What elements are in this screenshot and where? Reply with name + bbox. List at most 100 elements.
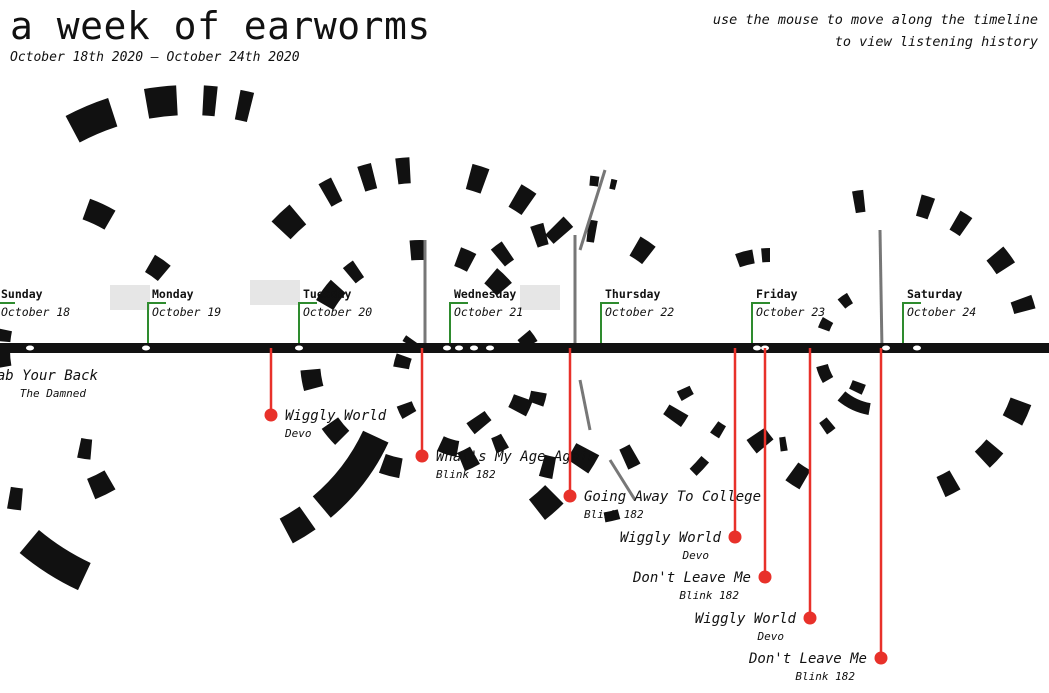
waveform-block-7-4: [779, 436, 788, 452]
waveform-block-0-3: [234, 89, 255, 122]
waveform-block-3-1: [342, 260, 365, 284]
waveform-block-0-0: [65, 97, 118, 143]
waveform-block-0-4: [19, 530, 91, 591]
song-artist: The Damned: [20, 387, 87, 400]
timeline-play-dot-10: [913, 345, 921, 351]
song-title[interactable]: What's My Age Again: [436, 449, 596, 465]
song-title[interactable]: Grab Your Back: [0, 368, 99, 384]
song-dot[interactable]: [264, 408, 278, 422]
song-title[interactable]: Don't Leave Me: [632, 570, 751, 586]
song-marker-5[interactable]: Don't Leave Me Blink 182: [632, 348, 772, 602]
waveform-block-5-3: [629, 236, 656, 265]
waveform-block-3-7: [378, 453, 403, 479]
song-dot[interactable]: [728, 530, 742, 544]
waveform-block-2-5: [508, 184, 537, 216]
song-artist: Blink 182: [679, 589, 739, 602]
day-name: Monday: [152, 287, 194, 301]
waveform-block-7-2: [849, 380, 866, 395]
radial-tick-4: [608, 459, 637, 501]
waveform-block-11-1: [87, 470, 116, 500]
day-date: October 23: [756, 305, 825, 319]
song-dot[interactable]: [803, 611, 817, 625]
day-date: October 22: [605, 305, 674, 319]
song-title[interactable]: Wiggly World: [285, 408, 387, 424]
waveform-block-3-0: [316, 279, 346, 310]
timeline-play-dot-6: [486, 345, 494, 351]
waveform-block-3-6: [457, 446, 480, 472]
waveform-block-3-8: [321, 417, 350, 445]
waveform-block-8-9: [746, 427, 774, 454]
waveform-block-8-4: [1010, 294, 1036, 315]
instructions-line-2: to view listening history: [834, 34, 1038, 50]
day-name: Saturday: [907, 287, 962, 301]
waveform-block-6-0: [589, 175, 600, 187]
page-title: a week of earworms: [10, 4, 431, 48]
song-dot[interactable]: [563, 489, 577, 503]
faint-wedge-2: [520, 285, 560, 310]
waveform-block-7-5: [710, 421, 726, 439]
faint-wedge-0: [110, 285, 150, 310]
song-title[interactable]: Wiggly World: [620, 530, 722, 546]
waveform-block-2-7: [566, 443, 600, 474]
day-flag-line: [147, 302, 166, 343]
day-flag-line: [449, 302, 468, 343]
waveform-block-3-3: [454, 247, 477, 272]
waveform-block-7-3: [819, 417, 836, 435]
day-name: Friday: [756, 287, 798, 301]
waveform-block-3-9: [300, 368, 324, 392]
song-title[interactable]: Wiggly World: [695, 611, 797, 627]
day-flag-line: [902, 302, 921, 343]
song-artist: Blink 182: [436, 468, 496, 481]
waveform-block-2-8: [528, 485, 564, 520]
waveform-block-9-0: [817, 317, 834, 332]
waveform-block-8-7: [936, 470, 961, 498]
timeline-play-dot-0: [26, 345, 34, 351]
timeline-axis[interactable]: [0, 343, 1049, 353]
song-title[interactable]: Going Away To College: [584, 489, 761, 505]
day-flag-line: [0, 302, 15, 304]
waveform-block-0-1: [143, 85, 178, 119]
song-dot[interactable]: [874, 651, 888, 665]
day-flag-line: [298, 302, 317, 343]
waveform-block-9-1: [837, 292, 853, 309]
instructions: use the mouse to move along the timeline…: [713, 9, 1038, 53]
waveform-block-3-2: [409, 240, 425, 261]
day-date: October 21: [454, 305, 523, 319]
timeline-play-dot-1: [142, 345, 150, 351]
song-artist: Blink 182: [584, 508, 644, 521]
waveform-block-8-3: [986, 246, 1016, 275]
waveform-block-8-0: [852, 189, 866, 214]
day-date: October 18: [1, 305, 70, 319]
waveform-block-6-1: [609, 178, 618, 190]
timeline-play-dot-5: [470, 345, 478, 351]
waveform-block-4-0: [393, 353, 412, 370]
song-dot[interactable]: [415, 449, 429, 463]
waveform-block-5-5: [619, 444, 641, 470]
waveform-block-4-5: [437, 436, 460, 457]
waveform-block-7-0: [735, 249, 755, 268]
timeline-play-dot-7: [753, 345, 761, 351]
waveform-block-2-1: [318, 177, 343, 207]
waveform-block-6-3: [603, 509, 621, 523]
waveform-block-0-2: [202, 85, 218, 117]
instructions-line-1: use the mouse to move along the timeline: [712, 12, 1038, 28]
song-dot[interactable]: [758, 570, 772, 584]
timeline[interactable]: [0, 343, 1049, 353]
waveform-block-5-0: [490, 241, 515, 267]
waveform-block-4-4: [491, 433, 509, 454]
song-title[interactable]: Don't Leave Me: [748, 651, 867, 667]
day-name: Tuesday: [303, 287, 352, 301]
day-flag-line: [600, 302, 619, 343]
